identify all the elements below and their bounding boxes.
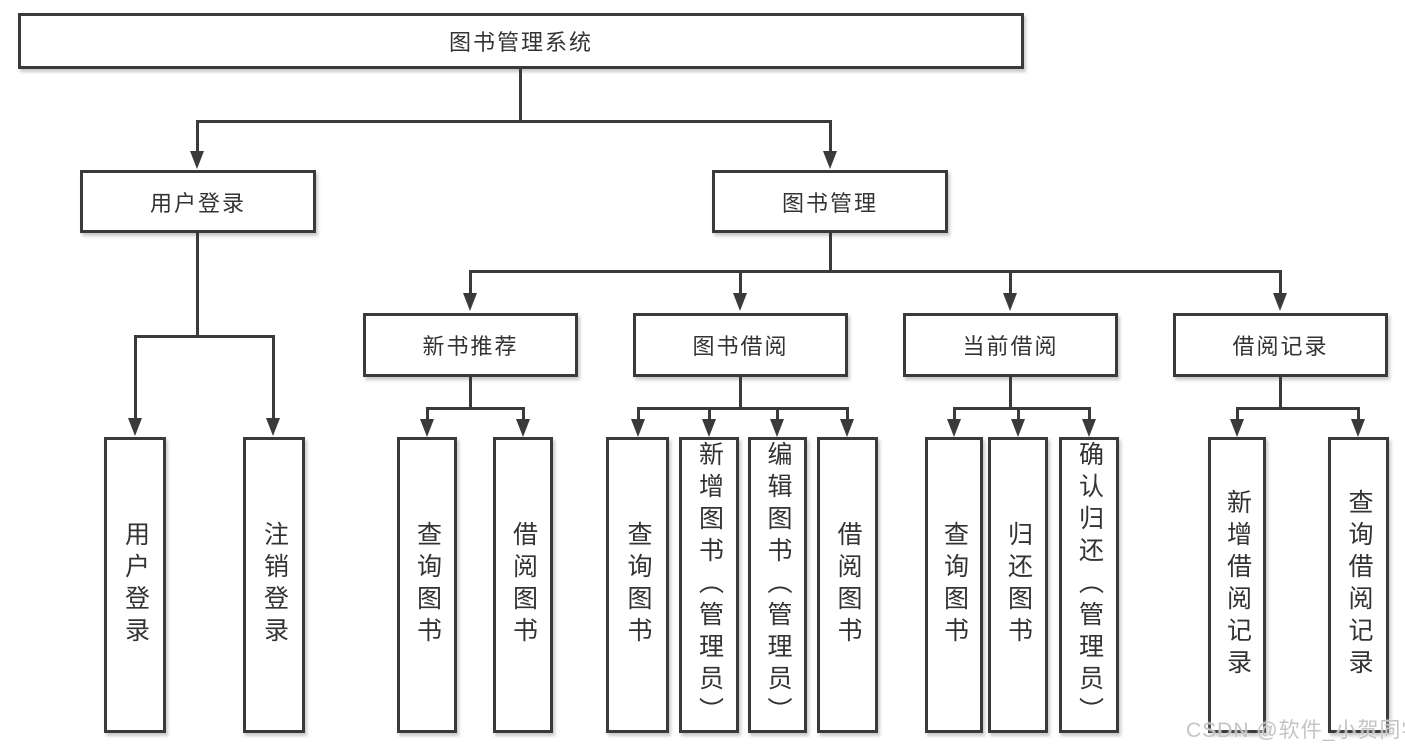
leaf-query-books-borrowing: 查询图书 bbox=[606, 437, 669, 733]
leaf-user-login-label: 用户登录 bbox=[121, 521, 150, 649]
connector-root-drop bbox=[519, 69, 522, 120]
leaf-user-login: 用户登录 bbox=[104, 437, 166, 733]
node-current-borrowing-label: 当前借阅 bbox=[962, 334, 1059, 359]
arrow-down-icon bbox=[733, 293, 747, 311]
node-borrowing-records: 借阅记录 bbox=[1173, 313, 1388, 377]
connector-shaft-leaf bbox=[1236, 407, 1239, 420]
connector-borrowing-splitter bbox=[637, 407, 849, 410]
connector-current-drop bbox=[1009, 377, 1012, 407]
leaf-query-books-current-label: 查询图书 bbox=[940, 521, 969, 649]
connector-shaft-book-management bbox=[829, 120, 832, 153]
connector-shaft-leaf bbox=[134, 335, 137, 419]
arrow-down-icon bbox=[190, 151, 204, 169]
leaf-edit-books-admin-label: 编辑图书（管理员） bbox=[764, 441, 792, 729]
connector-shaft-level2 bbox=[739, 270, 742, 294]
node-borrowing-records-label: 借阅记录 bbox=[1232, 334, 1329, 359]
leaf-borrow-books-label: 借阅图书 bbox=[834, 521, 862, 649]
connector-shaft-leaf bbox=[1017, 407, 1020, 420]
connector-book-management-drop bbox=[829, 233, 832, 270]
leaf-logout: 注销登录 bbox=[243, 437, 305, 733]
connector-shaft-user-login bbox=[196, 120, 199, 153]
connector-borrowing-drop bbox=[739, 377, 742, 407]
connector-shaft-leaf bbox=[637, 407, 640, 420]
leaf-borrow-books-recommend: 借阅图书 bbox=[493, 437, 553, 733]
leaf-confirm-return-admin: 确认归还（管理员） bbox=[1059, 437, 1119, 733]
node-book-management: 图书管理 bbox=[712, 170, 948, 233]
leaf-logout-label: 注销登录 bbox=[260, 521, 289, 649]
node-new-book-recommendation-label: 新书推荐 bbox=[422, 334, 519, 359]
arrow-down-icon bbox=[840, 419, 854, 437]
connector-current-splitter bbox=[953, 407, 1091, 410]
connector-recommend-splitter bbox=[426, 407, 525, 410]
connector-shaft-leaf bbox=[846, 407, 849, 420]
connector-shaft-leaf bbox=[426, 407, 429, 420]
connector-shaft-leaf bbox=[708, 407, 711, 420]
arrow-down-icon bbox=[1351, 419, 1365, 437]
leaf-return-books-label: 归还图书 bbox=[1004, 521, 1033, 649]
leaf-add-books-admin: 新增图书（管理员） bbox=[679, 437, 739, 733]
node-user-login: 用户登录 bbox=[80, 170, 316, 233]
arrow-down-icon bbox=[631, 419, 645, 437]
leaf-query-books-current: 查询图书 bbox=[925, 437, 983, 733]
watermark: CSDN @软件_小贺同学 bbox=[1186, 719, 1405, 742]
connector-records-drop bbox=[1279, 377, 1282, 407]
arrow-down-icon bbox=[1011, 419, 1025, 437]
connector-recommend-drop bbox=[469, 377, 472, 407]
node-root-label: 图书管理系统 bbox=[448, 30, 593, 55]
leaf-add-borrow-record-label: 新增借阅记录 bbox=[1223, 489, 1252, 681]
connector-shaft-level2 bbox=[1279, 270, 1282, 294]
arrow-down-icon bbox=[128, 418, 142, 436]
leaf-borrow-books-recommend-label: 借阅图书 bbox=[509, 521, 538, 649]
connector-records-splitter bbox=[1236, 407, 1360, 410]
connector-shaft-leaf bbox=[1357, 407, 1360, 420]
arrow-down-icon bbox=[947, 419, 961, 437]
arrow-down-icon bbox=[1230, 419, 1244, 437]
arrow-down-icon bbox=[1273, 293, 1287, 311]
arrow-down-icon bbox=[1003, 293, 1017, 311]
connector-user-login-splitter bbox=[134, 335, 275, 338]
leaf-query-borrow-record-label: 查询借阅记录 bbox=[1345, 489, 1373, 681]
leaf-add-books-admin-label: 新增图书（管理员） bbox=[695, 441, 724, 729]
node-user-login-label: 用户登录 bbox=[149, 190, 246, 216]
node-current-borrowing: 当前借阅 bbox=[903, 313, 1118, 377]
arrow-down-icon bbox=[420, 419, 434, 437]
leaf-return-books: 归还图书 bbox=[988, 437, 1048, 733]
connector-shaft-leaf bbox=[522, 407, 525, 420]
node-new-book-recommendation: 新书推荐 bbox=[363, 313, 578, 377]
leaf-borrow-books: 借阅图书 bbox=[817, 437, 878, 733]
node-book-management-label: 图书管理 bbox=[781, 190, 878, 216]
arrow-down-icon bbox=[702, 419, 716, 437]
arrow-down-icon bbox=[1082, 419, 1096, 437]
connector-user-login-drop bbox=[196, 233, 199, 335]
node-book-borrowing: 图书借阅 bbox=[633, 313, 848, 377]
arrow-down-icon bbox=[266, 418, 280, 436]
arrow-down-icon bbox=[516, 419, 530, 437]
connector-shaft-leaf bbox=[953, 407, 956, 420]
leaf-confirm-return-admin-label: 确认归还（管理员） bbox=[1075, 441, 1104, 729]
arrow-down-icon bbox=[823, 151, 837, 169]
connector-shaft-level2 bbox=[1009, 270, 1012, 294]
arrow-down-icon bbox=[463, 293, 477, 311]
node-root: 图书管理系统 bbox=[18, 13, 1024, 69]
leaf-edit-books-admin: 编辑图书（管理员） bbox=[748, 437, 807, 733]
connector-level1-splitter bbox=[196, 120, 832, 123]
leaf-query-books-recommend-label: 查询图书 bbox=[413, 521, 442, 649]
leaf-query-books-borrowing-label: 查询图书 bbox=[624, 521, 652, 649]
leaf-query-borrow-record: 查询借阅记录 bbox=[1328, 437, 1389, 733]
leaf-query-books-recommend: 查询图书 bbox=[397, 437, 457, 733]
connector-shaft-level2 bbox=[469, 270, 472, 294]
connector-shaft-leaf bbox=[776, 407, 779, 420]
connector-shaft-leaf bbox=[1088, 407, 1091, 420]
connector-shaft-leaf bbox=[272, 335, 275, 419]
leaf-add-borrow-record: 新增借阅记录 bbox=[1208, 437, 1266, 733]
arrow-down-icon bbox=[770, 419, 784, 437]
connector-level2-splitter bbox=[469, 270, 1282, 273]
node-book-borrowing-label: 图书借阅 bbox=[692, 334, 789, 359]
